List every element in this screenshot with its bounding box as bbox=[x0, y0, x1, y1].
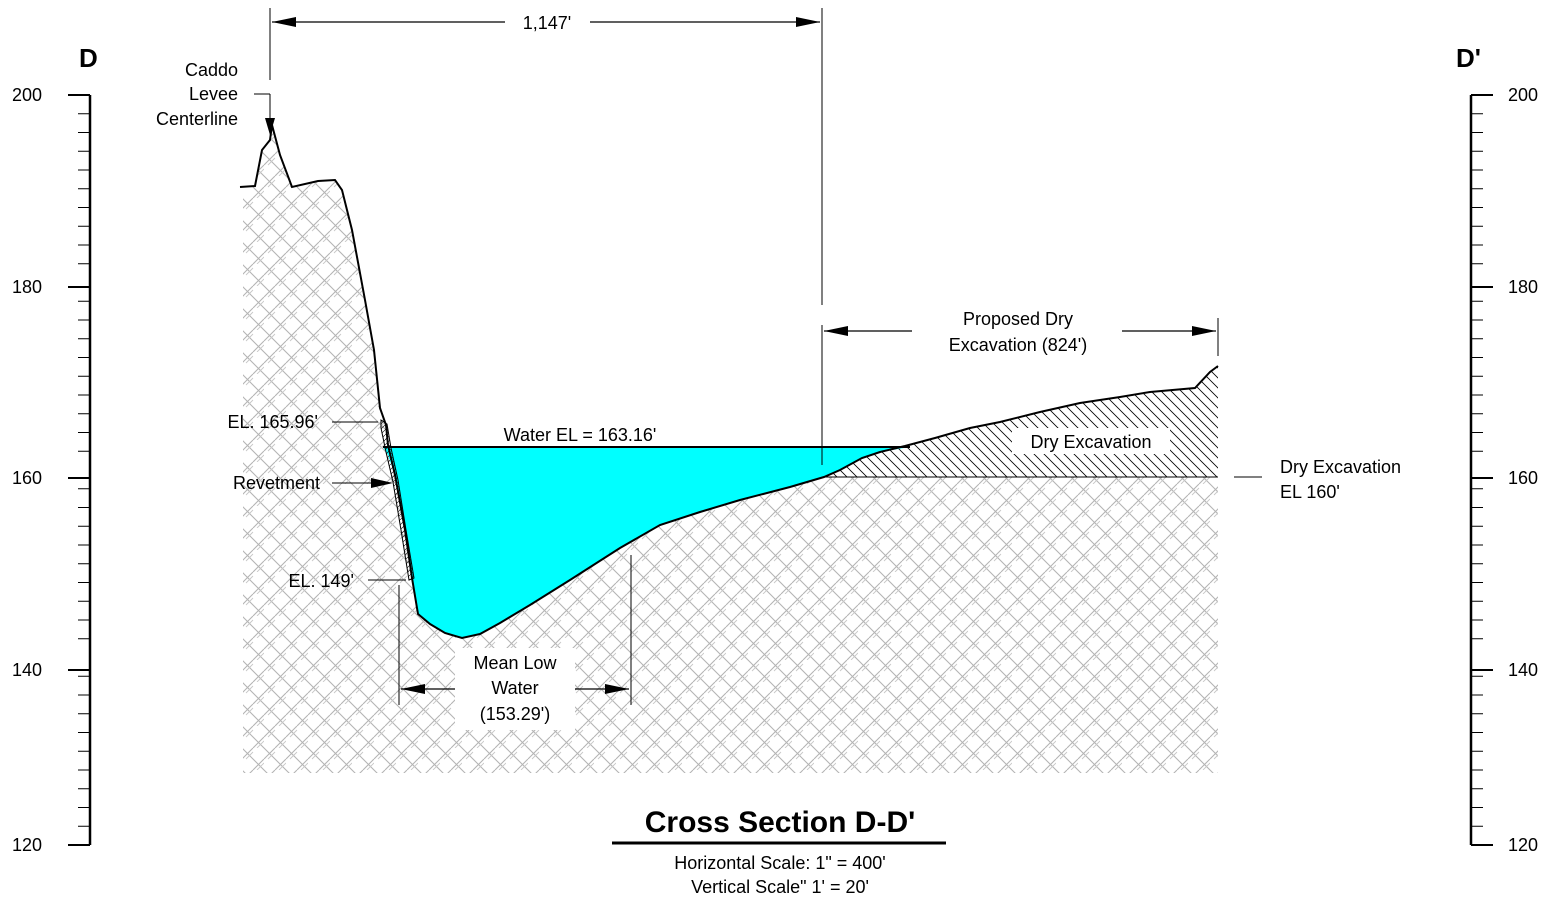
mean-low-water-dimension bbox=[398, 555, 632, 705]
title-scale-vertical: Vertical Scale" 1' = 20' bbox=[691, 877, 869, 897]
section-label-right: D' bbox=[1456, 43, 1481, 73]
mean-low-water-label-bg bbox=[455, 648, 575, 730]
dimension-824 bbox=[824, 318, 1219, 356]
dimension-1147 bbox=[269, 8, 823, 465]
levee-label-line2: Levee bbox=[189, 84, 238, 104]
right-elevation-axis bbox=[1469, 94, 1493, 846]
left-tick-120: 120 bbox=[12, 835, 42, 855]
left-tick-200: 200 bbox=[12, 85, 42, 105]
revetment-leader bbox=[332, 478, 393, 488]
title-main: Cross Section D-D' bbox=[645, 806, 916, 839]
dry-excavation-label-bg bbox=[1012, 428, 1170, 454]
dry-excavation-area bbox=[824, 366, 1218, 477]
left-tick-180: 180 bbox=[12, 277, 42, 297]
ground-profile-fill bbox=[243, 125, 1218, 773]
mean-low-water-label-line2: Water bbox=[491, 678, 538, 698]
left-tick-140: 140 bbox=[12, 660, 42, 680]
left-tick-160: 160 bbox=[12, 468, 42, 488]
dry-excavation-el-label-line1: Dry Excavation bbox=[1280, 457, 1401, 477]
el-bottom-label: EL. 149' bbox=[289, 571, 355, 591]
water-body bbox=[383, 447, 910, 638]
dimension-1147-label: 1,147' bbox=[523, 13, 571, 33]
title-scale-horizontal: Horizontal Scale: 1" = 400' bbox=[674, 853, 885, 873]
right-tick-200: 200 bbox=[1508, 85, 1538, 105]
el-top-label: EL. 165.96' bbox=[227, 412, 318, 432]
revetment-label: Revetment bbox=[233, 473, 320, 493]
dimension-824-label-line1: Proposed Dry bbox=[963, 309, 1073, 329]
mean-low-water-label-line1: Mean Low bbox=[473, 653, 557, 673]
section-label-left: D bbox=[79, 43, 98, 73]
right-tick-140: 140 bbox=[1508, 660, 1538, 680]
water-el-label: Water EL = 163.16' bbox=[504, 425, 657, 445]
dimension-824-label-line2: Excavation (824') bbox=[949, 335, 1088, 355]
left-elevation-axis bbox=[68, 94, 92, 846]
right-tick-120: 120 bbox=[1508, 835, 1538, 855]
dry-excavation-label: Dry Excavation bbox=[1030, 432, 1151, 452]
right-tick-180: 180 bbox=[1508, 277, 1538, 297]
right-tick-160: 160 bbox=[1508, 468, 1538, 488]
ground-profile-line bbox=[239, 124, 1219, 640]
dry-excavation-el-label-line2: EL 160' bbox=[1280, 482, 1340, 502]
levee-centerline-leader bbox=[254, 93, 275, 135]
levee-label-line1: Caddo bbox=[185, 60, 238, 80]
levee-label-line3: Centerline bbox=[156, 109, 238, 129]
mean-low-water-label-line3: (153.29') bbox=[480, 704, 550, 724]
